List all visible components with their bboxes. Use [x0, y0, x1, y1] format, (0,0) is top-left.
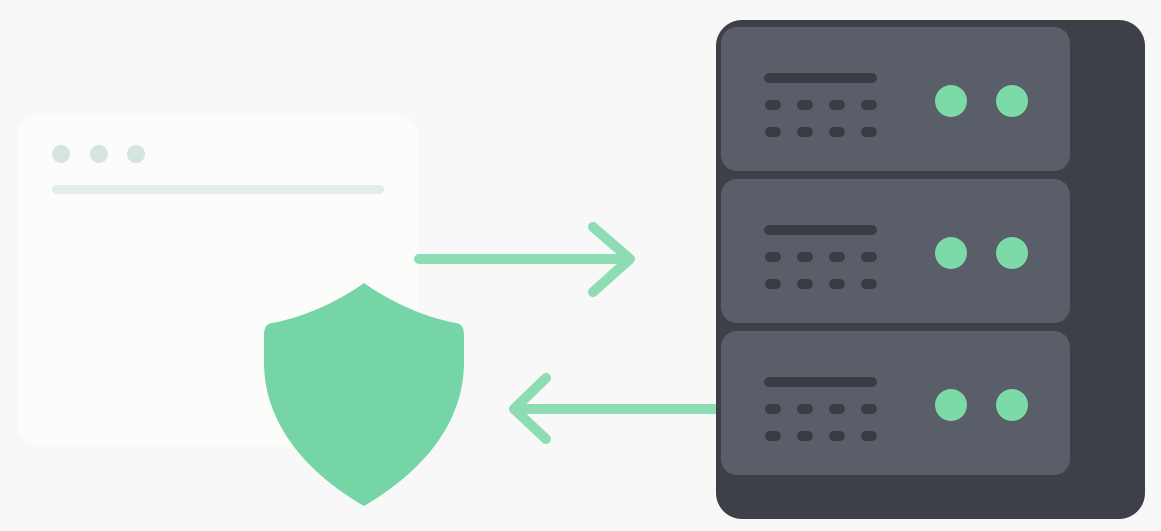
- window-dot: [127, 145, 145, 163]
- server-vent-slot: [797, 279, 813, 289]
- server-vent-slot: [829, 252, 845, 262]
- arrow-left-icon: [509, 373, 721, 444]
- server-vent-slot: [829, 127, 845, 137]
- server-vent-slot: [829, 404, 845, 414]
- server-vent-slot: [765, 279, 781, 289]
- shield-icon: [264, 283, 464, 506]
- server-vent-slot: [765, 127, 781, 137]
- server-vent-slot: [861, 100, 877, 110]
- server-vent-slot: [861, 404, 877, 414]
- status-led: [935, 237, 967, 269]
- server-vent-slot: [797, 100, 813, 110]
- server-label-bar: [764, 377, 877, 387]
- server-vent-slot: [765, 252, 781, 262]
- address-bar: [52, 185, 384, 194]
- server-vent-slot: [861, 279, 877, 289]
- window-dot: [90, 145, 108, 163]
- server-vent-slot: [829, 431, 845, 441]
- window-dot: [52, 145, 70, 163]
- server-vent-slot: [861, 252, 877, 262]
- arrow-right-icon: [414, 222, 635, 297]
- status-led: [996, 85, 1028, 117]
- server-vent-slot: [829, 100, 845, 110]
- server-vent-slot: [829, 279, 845, 289]
- server-vent-slot: [765, 100, 781, 110]
- server-vent-slot: [797, 252, 813, 262]
- status-led: [935, 85, 967, 117]
- server-unit: [721, 179, 1070, 323]
- server-vent-slot: [797, 404, 813, 414]
- status-led: [935, 389, 967, 421]
- status-led: [996, 389, 1028, 421]
- status-led: [996, 237, 1028, 269]
- server-unit: [721, 331, 1070, 475]
- server-rack-icon: [716, 20, 1145, 519]
- server-vent-slot: [765, 404, 781, 414]
- server-vent-slot: [765, 431, 781, 441]
- server-vent-slot: [861, 127, 877, 137]
- server-label-bar: [764, 73, 877, 83]
- server-label-bar: [764, 225, 877, 235]
- server-unit: [721, 27, 1070, 171]
- server-vent-slot: [797, 127, 813, 137]
- server-vent-slot: [797, 431, 813, 441]
- server-vent-slot: [861, 431, 877, 441]
